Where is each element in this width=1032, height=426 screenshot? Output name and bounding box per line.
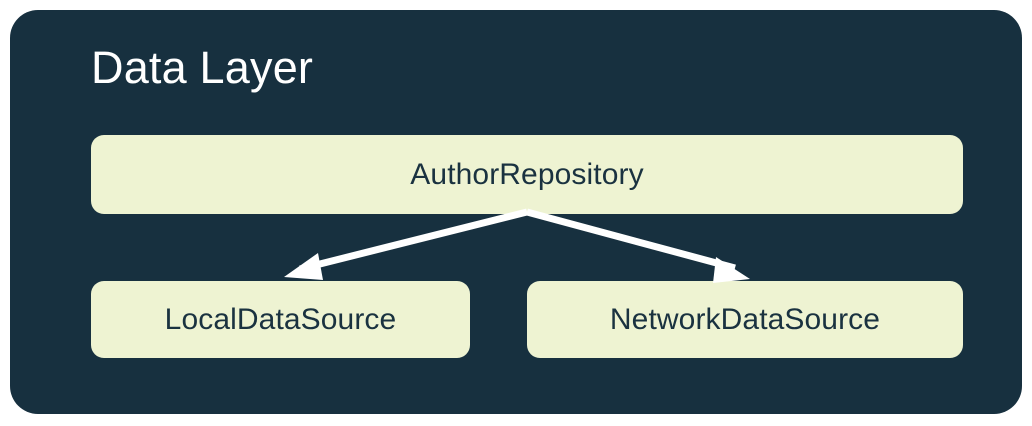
node-author-repository-label: AuthorRepository <box>410 157 644 191</box>
node-author-repository[interactable]: AuthorRepository <box>91 135 963 214</box>
page-title: Data Layer <box>91 42 314 93</box>
node-network-data-source-label: NetworkDataSource <box>609 302 881 336</box>
node-network-data-source[interactable]: NetworkDataSource <box>527 281 963 358</box>
node-local-data-source-label: LocalDataSource <box>164 302 397 336</box>
node-local-data-source[interactable]: LocalDataSource <box>91 281 470 358</box>
